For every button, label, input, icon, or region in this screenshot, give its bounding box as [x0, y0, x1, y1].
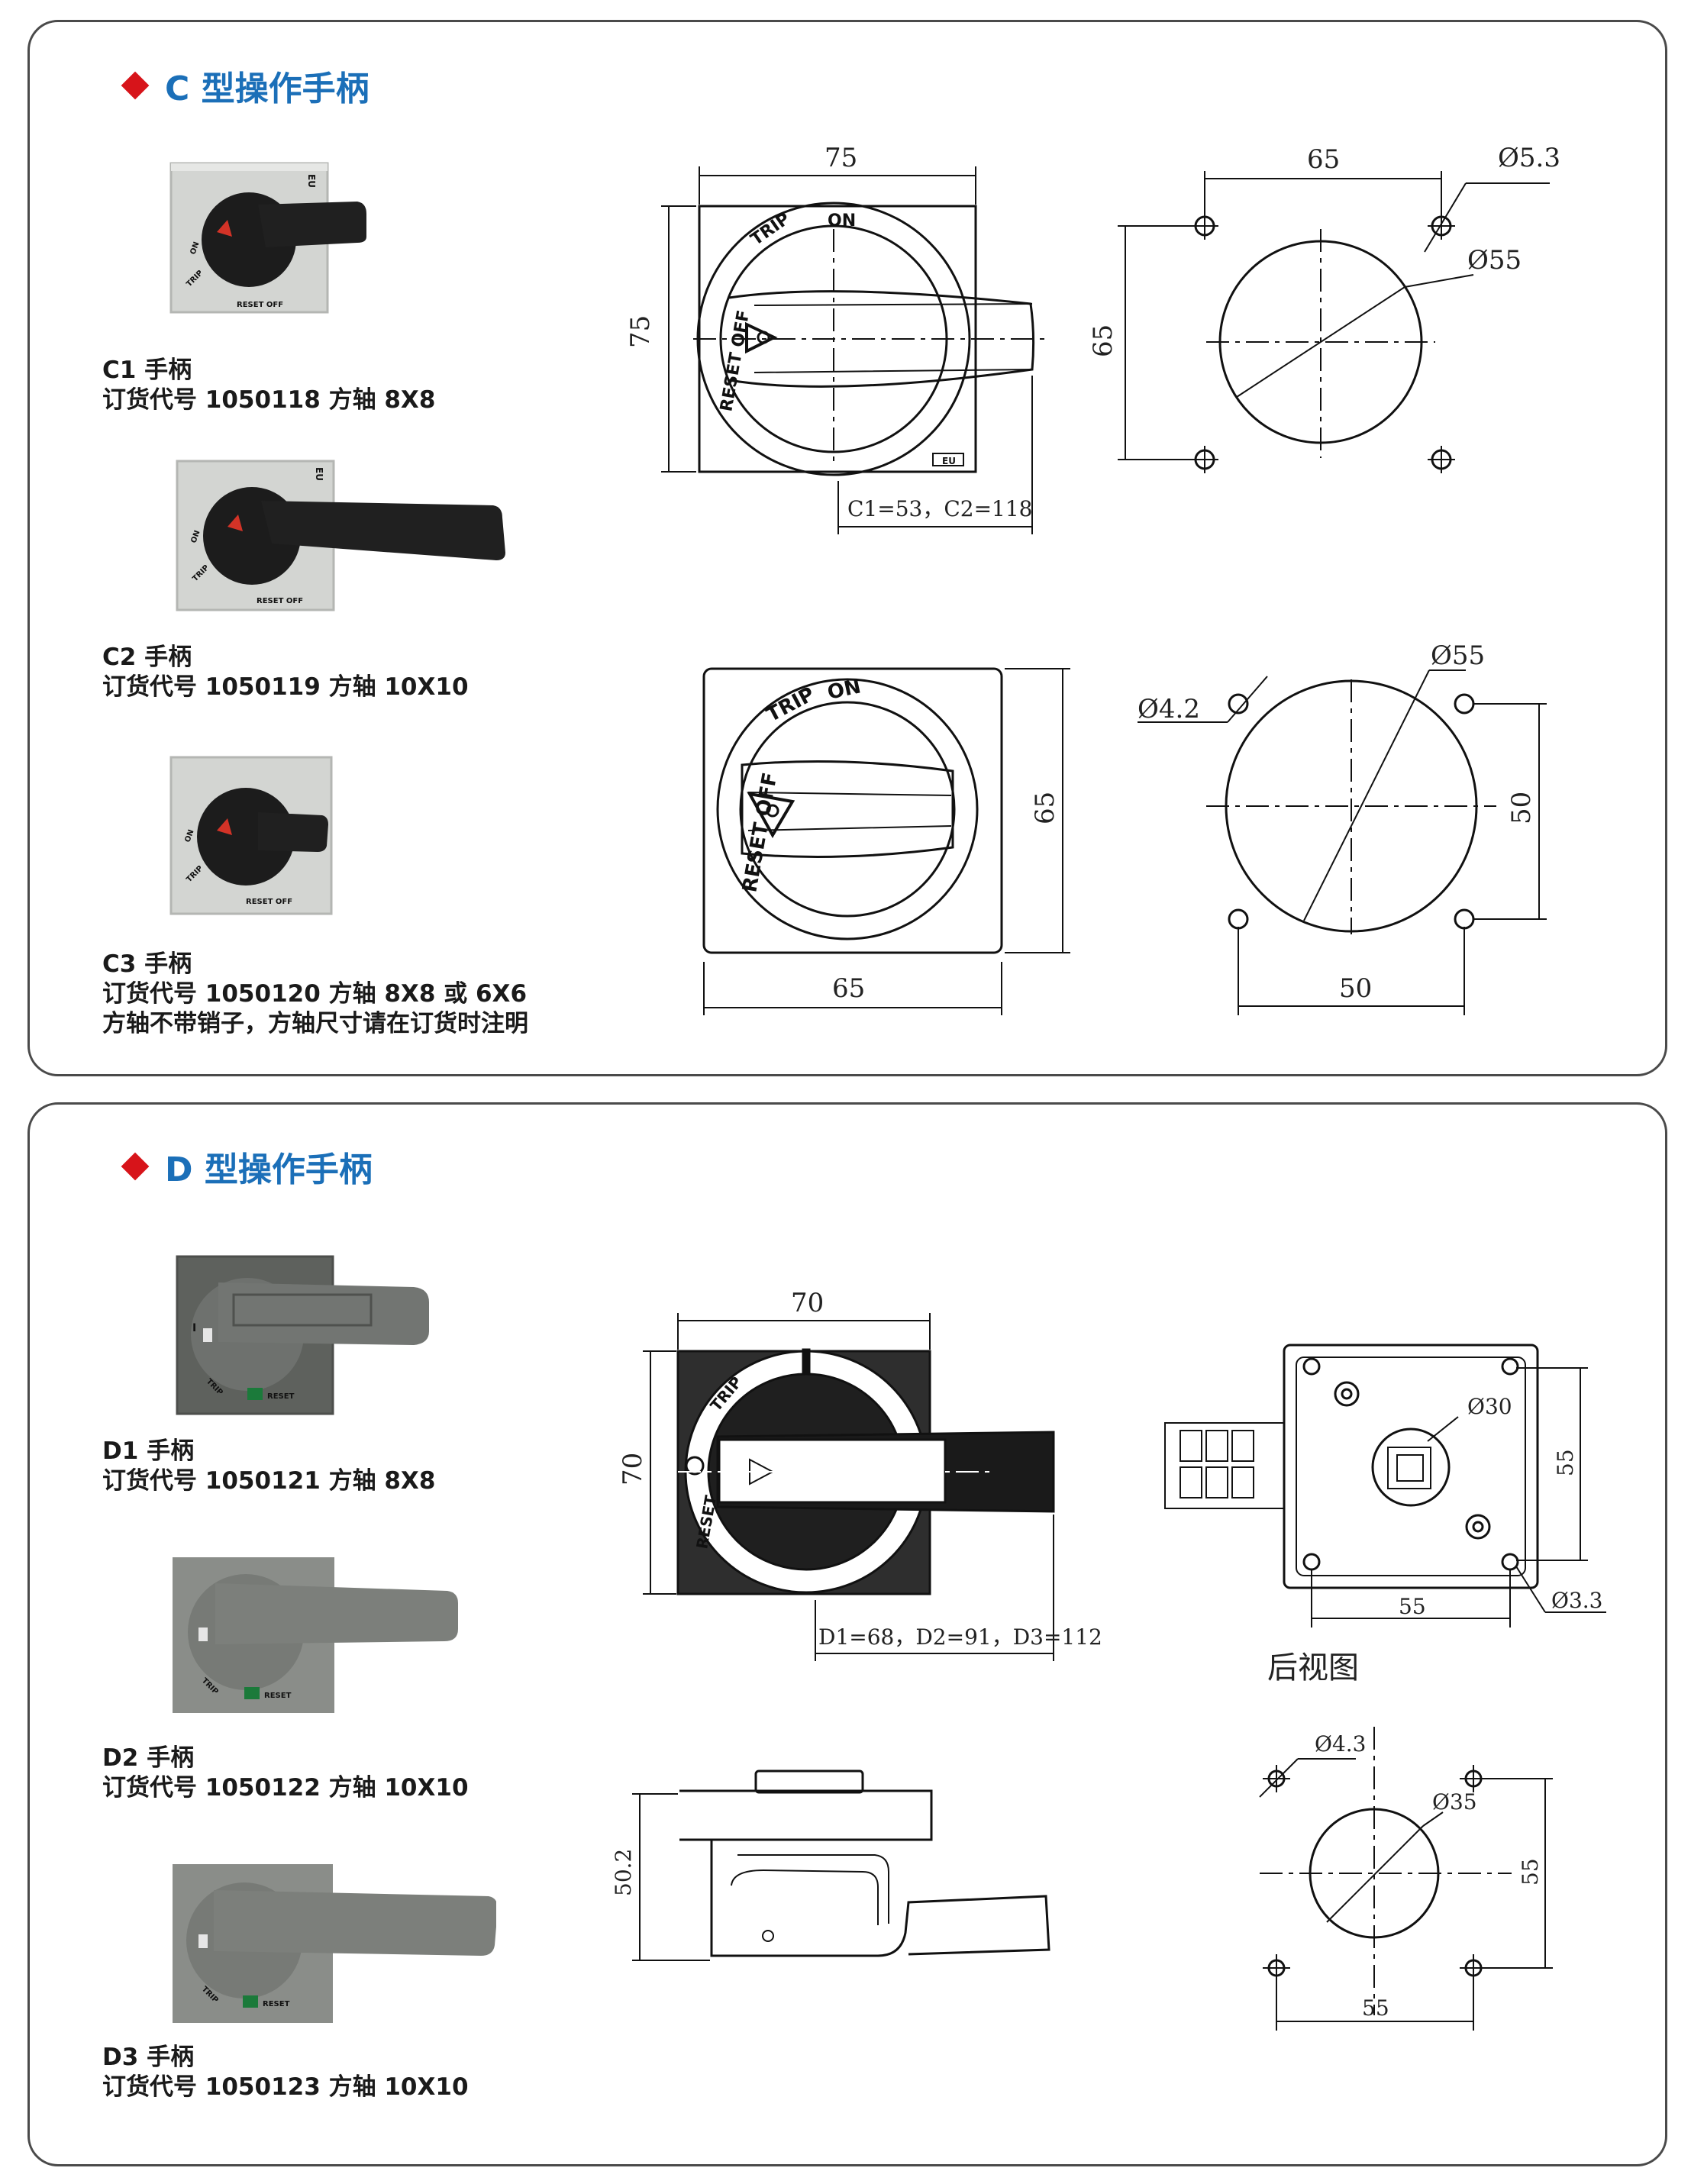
d-cutout-hole-label: Ø4.3	[1315, 1731, 1366, 1757]
c-cutout-pitch-y-label: 65	[1088, 324, 1118, 357]
c-small-front-drawing	[702, 667, 1070, 1015]
section-d-heading: D 型操作手柄	[121, 1142, 373, 1191]
d-rear-pitch-y-label: 55	[1553, 1449, 1578, 1476]
c1-label-eu: EU	[306, 174, 317, 188]
d1-handle-photo: I TRIP RESET	[176, 1255, 429, 1415]
d3-detail: 订货代号 1050123 方轴 10X10	[102, 2073, 469, 2101]
d1-label-reset: RESET	[267, 1392, 295, 1401]
c-small-height-label: 65	[1030, 792, 1060, 824]
c-cutout-drawing	[1118, 171, 1550, 473]
section-d-title: D 型操作手柄	[165, 1150, 373, 1189]
c3-label-on: ON	[183, 828, 195, 844]
c-front-drawing	[661, 166, 1046, 534]
section-c-title: C 型操作手柄	[165, 69, 370, 108]
c2-caption: C2 手柄 订货代号 1050119 方轴 10X10	[102, 643, 469, 702]
d1-detail: 订货代号 1050121 方轴 8X8	[102, 1467, 436, 1495]
d-rear-hole-label: Ø30	[1467, 1394, 1512, 1419]
d-cutout-pitch-y-label: 55	[1518, 1858, 1543, 1886]
c2-label-on: ON	[189, 529, 202, 544]
d2-label-reset: RESET	[264, 1692, 292, 1700]
d-front-height-label: 70	[618, 1453, 648, 1486]
d2-detail: 订货代号 1050122 方轴 10X10	[102, 1774, 469, 1802]
c1-caption: C1 手柄 订货代号 1050118 方轴 8X8	[102, 356, 435, 415]
c-small-width-label: 65	[832, 973, 865, 1004]
c-small-cutout-pitch-x-label: 50	[1339, 973, 1372, 1004]
c-small-trip-label: TRIP	[763, 682, 818, 727]
d-rear-caption: 后视图	[1267, 1650, 1359, 1686]
d-rear-drawing	[1164, 1344, 1606, 1628]
c-small-cutout-hole-label: Ø4.2	[1138, 694, 1200, 724]
d3-label-reset: RESET	[263, 2000, 290, 2008]
c3-detail: 订货代号 1050120 方轴 8X8 或 6X6	[102, 980, 528, 1008]
c3-label-reset-off: RESET OFF	[246, 898, 292, 906]
c3-name: C3 手柄	[102, 950, 192, 978]
c-handle-length-label: C1=53，C2=118	[847, 496, 1032, 521]
c-small-cutout-drawing	[1138, 669, 1547, 1015]
d-rear-mount-hole-label: Ø3.3	[1551, 1588, 1602, 1613]
d-handle-length-label: D1=68，D2=91，D3=112	[818, 1624, 1102, 1650]
c1-label-reset-off: RESET OFF	[237, 301, 283, 309]
c2-label-eu: EU	[314, 467, 324, 481]
d2-name: D2 手柄	[102, 1744, 195, 1772]
c2-handle-photo: ON TRIP RESET OFF EU	[176, 460, 505, 611]
section-c-heading: C 型操作手柄	[121, 61, 370, 110]
c1-label-on: ON	[189, 240, 201, 256]
d3-name: D3 手柄	[102, 2044, 195, 2071]
d2-caption: D2 手柄 订货代号 1050122 方轴 10X10	[102, 1744, 469, 1803]
d-front-width-label: 70	[791, 1288, 824, 1318]
d-side-height-label: 50.2	[611, 1849, 636, 1896]
c2-name: C2 手柄	[102, 644, 192, 671]
d-cutout-drawing	[1259, 1727, 1553, 2031]
d3-caption: D3 手柄 订货代号 1050123 方轴 10X10	[102, 2043, 469, 2102]
c-small-cutout-pitch-y-label: 50	[1506, 792, 1537, 824]
c3-caption: C3 手柄 订货代号 1050120 方轴 8X8 或 6X6 方轴不带销子，方…	[102, 950, 528, 1039]
d1-caption: D1 手柄 订货代号 1050121 方轴 8X8	[102, 1437, 435, 1496]
d-cutout-circle-label: Ø35	[1432, 1789, 1477, 1815]
d-cutout-pitch-x-label: 55	[1362, 1995, 1389, 2021]
c-front-height-label: 75	[625, 315, 656, 348]
c-cutout-hole-label: Ø5.3	[1498, 143, 1560, 173]
c2-label-reset-off: RESET OFF	[257, 597, 303, 605]
d-front-drawing	[643, 1313, 1055, 1661]
c-front-width-label: 75	[825, 143, 857, 173]
c1-detail: 订货代号 1050118 方轴 8X8	[102, 386, 436, 414]
c1-handle-photo: ON TRIP RESET OFF EU	[169, 162, 366, 314]
d-rear-pitch-x-label: 55	[1399, 1594, 1426, 1619]
d1-mark-i: I	[192, 1322, 196, 1334]
c-front-eu-label: EU	[942, 456, 956, 466]
c3-handle-photo: ON TRIP RESET OFF	[169, 756, 333, 915]
c1-name: C1 手柄	[102, 356, 192, 384]
d-side-drawing	[632, 1769, 1050, 1961]
c2-detail: 订货代号 1050119 方轴 10X10	[102, 673, 469, 701]
d2-handle-photo: TRIP RESET	[173, 1557, 458, 1713]
c3-note: 方轴不带销子，方轴尺寸请在订货时注明	[102, 1010, 528, 1037]
c-small-cutout-circle-label: Ø55	[1431, 640, 1485, 671]
d1-name: D1 手柄	[102, 1437, 195, 1465]
c-cutout-circle-label: Ø55	[1467, 245, 1522, 276]
c-front-trip-label: TRIP	[747, 209, 793, 250]
c-cutout-pitch-x-label: 65	[1307, 144, 1340, 175]
d3-handle-photo: TRIP RESET	[173, 1864, 496, 2023]
c-front-on-label: ON	[828, 211, 856, 231]
